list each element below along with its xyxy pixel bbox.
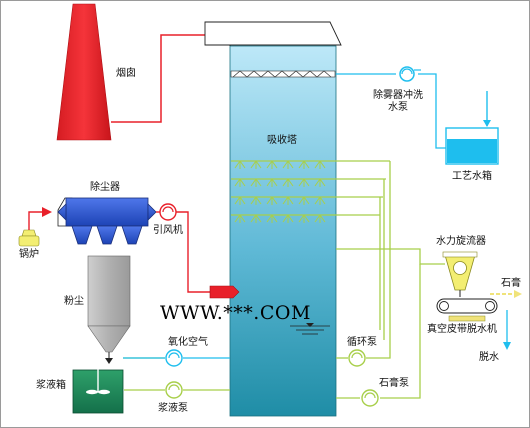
- spray-nozzle: [250, 160, 262, 169]
- watermark-text: WWW.***.COM: [160, 302, 311, 324]
- circulation-pump-label: 循环泵: [347, 337, 377, 348]
- spray-nozzle: [282, 214, 294, 223]
- dust-collector: [57, 197, 157, 245]
- spray-nozzle: [234, 196, 246, 205]
- spray-nozzle: [314, 160, 326, 169]
- belt-filter-label: 真空皮带脱水机: [427, 324, 497, 335]
- vacuum-belt-filter: [436, 298, 498, 322]
- demister-water-line: [336, 73, 446, 149]
- spray-nozzle: [314, 178, 326, 187]
- slurry-pump-label: 浆液泵: [158, 403, 188, 414]
- dust-silo: [87, 255, 131, 364]
- gypsum-label: 石膏: [501, 278, 521, 289]
- spray-nozzle: [266, 178, 278, 187]
- spray-nozzle: [314, 214, 326, 223]
- spray-nozzle: [298, 160, 310, 169]
- circulation-pump-icon: [348, 349, 366, 367]
- dust-collector-label: 除尘器: [90, 182, 120, 193]
- chimney-label: 烟囱: [116, 68, 136, 79]
- spray-nozzle: [282, 178, 294, 187]
- oxidation-air-label: 氧化空气: [168, 337, 208, 348]
- spray-nozzle: [234, 178, 246, 187]
- spray-nozzle: [298, 214, 310, 223]
- absorber-label: 吸收塔: [267, 135, 297, 146]
- dust-label: 粉尘: [64, 296, 84, 307]
- spray-nozzle: [250, 196, 262, 205]
- spray-nozzle: [234, 214, 246, 223]
- process-tank-label: 工艺水箱: [452, 171, 492, 182]
- demister-wash-pump-icon: [399, 66, 421, 82]
- spray-nozzle: [282, 196, 294, 205]
- gypsum-pump-icon: [361, 389, 379, 407]
- demister: [230, 70, 336, 78]
- flue-gas-inlet-arrow: [209, 285, 240, 299]
- spray-nozzle: [298, 196, 310, 205]
- spray-nozzle: [234, 160, 246, 169]
- boiler-to-dust-collector-line: [28, 211, 44, 230]
- slurry-tank-label: 浆液箱: [36, 380, 66, 391]
- spray-nozzle: [282, 160, 294, 169]
- boiler-label: 锅炉: [19, 249, 39, 260]
- slurry-lines: [123, 161, 445, 399]
- spray-nozzle: [250, 178, 262, 187]
- gypsum-pump-label: 石膏泵: [379, 378, 409, 389]
- liquid-level-mark: [290, 323, 330, 335]
- process-water-tank: [445, 91, 499, 165]
- slurry-tank: [72, 360, 124, 414]
- spray-nozzle: [314, 196, 326, 205]
- oxidation-air-blower-icon: [165, 349, 183, 367]
- absorber-tower: [229, 45, 337, 417]
- spray-nozzle: [266, 214, 278, 223]
- induced-draft-fan-icon: [159, 203, 177, 221]
- spray-nozzle: [266, 196, 278, 205]
- spray-nozzles: [234, 160, 326, 223]
- hydrocyclone: [442, 251, 478, 297]
- spray-nozzle: [250, 214, 262, 223]
- fan-label: 引风机: [153, 225, 183, 236]
- spray-nozzle: [298, 178, 310, 187]
- chimney: [56, 3, 112, 141]
- demister-pump-label: 除雾器冲洗 水泵: [373, 90, 423, 113]
- dewatering-label: 脱水: [479, 352, 499, 363]
- flue-gas-line-to-chimney: [111, 34, 205, 123]
- absorber-outlet-duct: [204, 21, 342, 46]
- spray-nozzle: [266, 160, 278, 169]
- boiler: [18, 229, 40, 247]
- hydrocyclone-label: 水力旋流器: [436, 236, 486, 247]
- slurry-pump-icon: [165, 381, 183, 399]
